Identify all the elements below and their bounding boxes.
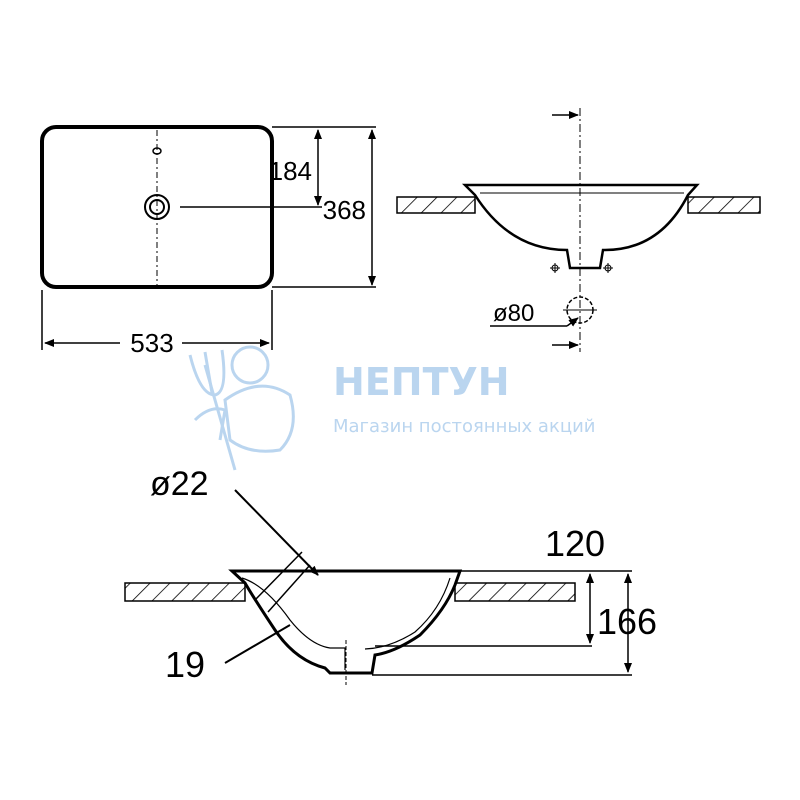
wall-leader	[224, 624, 291, 664]
counter-left	[124, 582, 246, 602]
counter-left	[396, 196, 476, 214]
dim-166: 166	[597, 601, 657, 642]
watermark-slogan: Магазин постоянных акций	[333, 416, 596, 437]
dim-533: 533	[130, 328, 173, 358]
watermark-brand: НЕПТУН	[333, 360, 510, 404]
drain-inner	[149, 199, 165, 215]
overflow-hole	[152, 147, 162, 155]
dim-120: 120	[545, 523, 605, 564]
watermark: НЕПТУН Магазин постоянных акций	[188, 345, 596, 471]
dim-drain-hole: ø80	[493, 300, 534, 327]
counter-right	[687, 196, 761, 214]
top-view	[40, 125, 376, 350]
basin-profile	[461, 183, 700, 270]
tap-hole-leader	[234, 489, 319, 576]
side-view	[396, 108, 761, 352]
section-view	[124, 489, 632, 685]
neptune-logo-icon	[188, 345, 295, 471]
dim-368: 368	[323, 195, 366, 225]
dim-19: 19	[165, 644, 205, 685]
counter-right	[454, 582, 576, 602]
basin-section	[228, 569, 463, 675]
dim-184: 184	[269, 156, 312, 186]
drain-outer	[144, 194, 170, 220]
dim-tap-hole: ø22	[150, 465, 209, 503]
